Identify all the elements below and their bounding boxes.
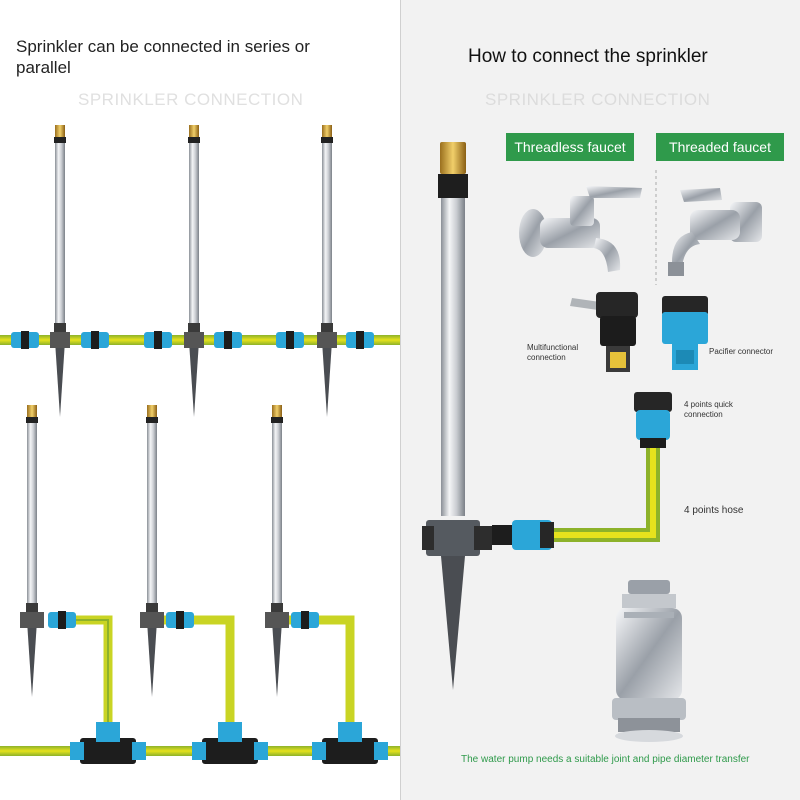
- right-watermark: SPRINKLER CONNECTION: [485, 90, 711, 109]
- multifunctional-connector-image: [570, 292, 638, 372]
- parallel-diagram: [0, 405, 400, 764]
- parallel-sprinkler-2: [140, 405, 194, 697]
- left-panel: [0, 0, 400, 800]
- right-title: How to connect the sprinkler: [468, 46, 708, 67]
- left-watermark: SPRINKLER CONNECTION: [78, 90, 304, 109]
- threaded-faucet-image: [668, 188, 762, 276]
- water-pump-image: [612, 580, 686, 742]
- large-sprinkler: [422, 142, 492, 690]
- pump-caption: The water pump needs a suitable joint an…: [461, 754, 750, 765]
- side-connector-image: [492, 520, 554, 550]
- hose-image: [528, 448, 660, 542]
- threadless-faucet-label: Threadless faucet: [506, 133, 634, 161]
- parallel-sprinkler-1: [20, 405, 76, 697]
- multifunctional-caption: Multifunctional connection: [527, 343, 579, 362]
- tee-connector-1: [70, 722, 146, 764]
- series-sprinkler-1: [11, 125, 109, 417]
- threaded-faucet-label: Threaded faucet: [656, 133, 784, 161]
- tee-connector-2: [192, 722, 268, 764]
- panel-divider: [400, 0, 401, 800]
- threadless-faucet-image: [519, 186, 642, 272]
- parallel-sprinkler-3: [265, 405, 319, 697]
- series-sprinkler-2: [144, 125, 242, 417]
- tee-connector-3: [312, 722, 388, 764]
- quick-connector-image: [634, 392, 672, 448]
- left-title: Sprinkler can be connected in series or …: [16, 37, 310, 77]
- pacifier-connector-image: [662, 296, 708, 370]
- series-diagram: [0, 125, 400, 417]
- quick-connection-caption: 4 points quick connection: [684, 400, 733, 419]
- pacifier-caption: Pacifier connector: [709, 347, 774, 356]
- series-sprinkler-3: [276, 125, 374, 417]
- hose-caption: 4 points hose: [684, 505, 744, 516]
